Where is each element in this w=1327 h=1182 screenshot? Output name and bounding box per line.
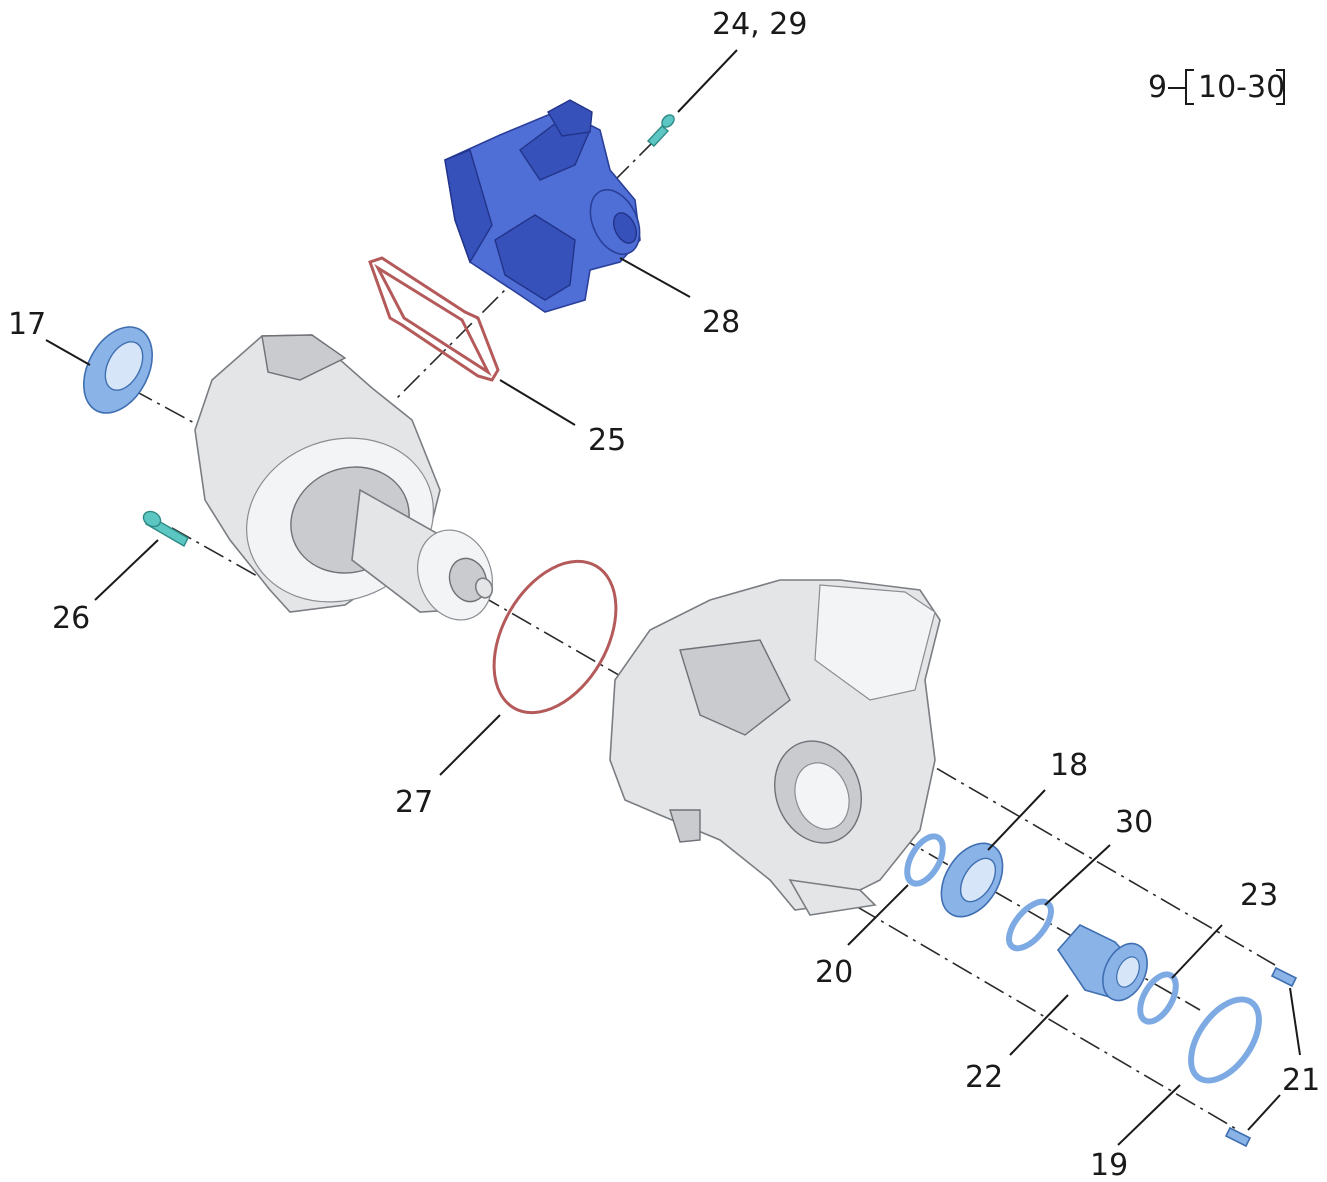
right-housing-drain-boss	[669, 809, 701, 843]
part-25-actuator-gasket	[368, 256, 500, 382]
leader-21-upper	[1289, 987, 1301, 1056]
leader-24-29	[677, 49, 738, 113]
bolt-26-head	[142, 510, 162, 528]
output-shaft-end	[474, 577, 494, 599]
leader-lines	[45, 49, 1301, 1146]
part-28-actuator-motor	[444, 99, 641, 313]
callout-20: 20	[815, 955, 853, 990]
leader-25	[499, 379, 576, 426]
part-21-dowel-pins	[1224, 966, 1298, 1148]
leader-20	[847, 884, 909, 946]
callout-28: 28	[702, 305, 740, 340]
callout-21-upper: 21	[1282, 1063, 1320, 1098]
leader-21-lower	[1247, 1094, 1281, 1131]
callout-27: 27	[395, 785, 433, 820]
callout-26: 26	[52, 601, 90, 636]
part-23-snap-ring	[1137, 971, 1179, 1025]
axis-pin-lower	[824, 887, 1239, 1131]
leader-30	[1044, 844, 1111, 906]
axis-pin-upper	[904, 749, 1276, 966]
part-17-shaft-seal	[83, 326, 153, 414]
actuator-lower-flange	[494, 214, 576, 301]
dowel-pin-21-upper	[1270, 966, 1298, 988]
part-22-bearing	[1056, 924, 1148, 1002]
axis-actuator-bolt	[394, 139, 656, 401]
callout-30: 30	[1115, 805, 1153, 840]
callout-18: 18	[1050, 748, 1088, 783]
snap-ring-23	[1137, 971, 1179, 1025]
reference-group: 9	[1148, 70, 1167, 105]
leader-27	[439, 714, 501, 776]
right-housing-rib	[679, 639, 791, 736]
left-housing	[194, 334, 494, 621]
right-housing-upper-lobe	[814, 584, 936, 701]
callout-23: 23	[1240, 878, 1278, 913]
right-housing-foot	[788, 878, 877, 916]
callout-labels: 17 24, 29 28 25 26 27 18 30 20 23 22 19 …	[8, 7, 1320, 1182]
part-27-o-ring	[492, 559, 618, 715]
bearing-22-bore	[1116, 956, 1140, 988]
gasket-25-inner	[374, 263, 492, 377]
leader-17	[45, 339, 91, 366]
leader-23	[1171, 924, 1223, 979]
gasket-25-outline	[368, 256, 500, 382]
o-ring-20	[904, 833, 946, 887]
callout-17: 17	[8, 307, 46, 342]
o-ring-30	[1006, 898, 1054, 952]
leader-28	[619, 257, 691, 298]
leader-18	[987, 789, 1046, 851]
o-ring-27	[492, 559, 618, 715]
seal-17-bore	[104, 341, 144, 391]
reference-bracket-open	[1185, 69, 1194, 105]
seal-18-bore	[959, 857, 997, 903]
left-housing-top-boss	[261, 334, 347, 381]
callout-24-29: 24, 29	[712, 7, 807, 42]
actuator-connector	[547, 99, 593, 137]
ring-19	[1188, 996, 1262, 1084]
bolt-24-head	[661, 114, 675, 128]
reference-range: 10-30	[1198, 70, 1285, 105]
part-20-o-ring	[904, 833, 946, 887]
leader-26	[94, 539, 159, 601]
axis-bolt-26	[171, 527, 283, 591]
bolt-24-shank	[646, 125, 670, 147]
dowel-pin-21-lower	[1224, 1126, 1252, 1148]
part-19-ring	[1188, 996, 1262, 1084]
leader-19	[1117, 1084, 1181, 1146]
right-housing-bore-inner	[794, 762, 850, 830]
part-30-o-ring	[1006, 898, 1054, 952]
right-housing	[609, 579, 941, 916]
callout-19: 19	[1090, 1148, 1128, 1182]
reference-bracket-close	[1276, 69, 1285, 105]
reference-label: 9 10-30	[1148, 69, 1285, 105]
part-18-seal	[940, 842, 1004, 918]
part-24-29-bolt	[646, 114, 675, 147]
actuator-flange-left	[444, 149, 493, 264]
callout-22: 22	[965, 1060, 1003, 1095]
callout-25: 25	[588, 423, 626, 458]
leader-22	[1009, 994, 1069, 1056]
part-26-bolt	[142, 510, 189, 547]
actuator-motor-cap	[612, 212, 638, 244]
